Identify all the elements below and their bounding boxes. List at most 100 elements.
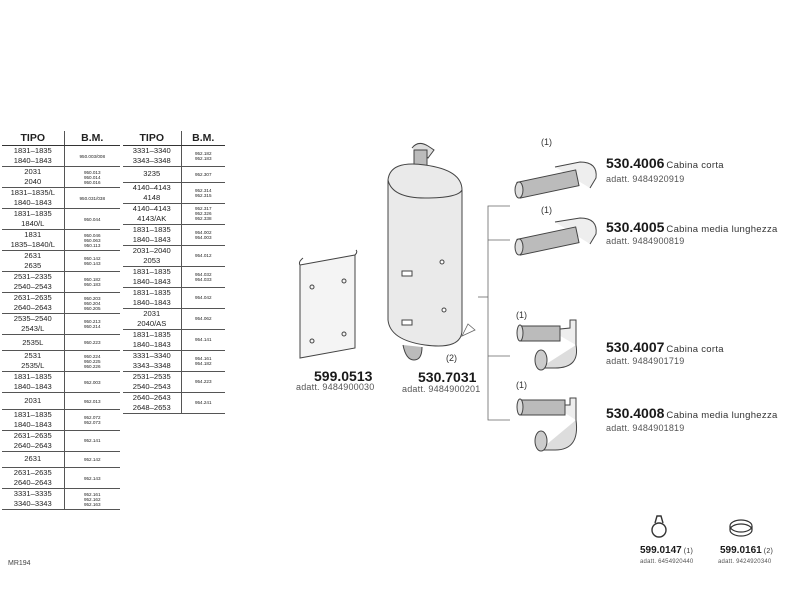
pipe-530-4006-drawing xyxy=(514,161,597,199)
note-530-4006: (1) xyxy=(541,137,552,147)
tipo-value: 1831–1835 xyxy=(132,266,171,276)
page-reference: MR194 xyxy=(8,560,31,567)
part-code-599-0161: 599.0161(2) xyxy=(720,545,774,556)
tipo-value: 2535L xyxy=(22,337,44,347)
bm-value: 950.214 xyxy=(83,324,101,329)
bm-value: 950.063 xyxy=(83,237,101,243)
tipo-value: 2040 xyxy=(24,177,42,186)
bm-cell: 952.013 xyxy=(64,392,120,410)
tipo-value: 1840/L xyxy=(21,219,45,228)
bm-value: 954.003 xyxy=(194,234,212,240)
tipo-value: 2031 xyxy=(24,167,42,176)
clamp-599-0161-drawing xyxy=(729,519,753,537)
bm-value: 950.203 xyxy=(83,295,101,301)
tipo-value: 2631 xyxy=(24,251,42,260)
bm-value: 952.072 xyxy=(83,414,101,420)
bm-value: 950.223 xyxy=(83,340,101,346)
tipo-value: 2631–2635 xyxy=(13,468,52,478)
bm-value: 950.183 xyxy=(83,282,101,287)
bm-value: 952.073 xyxy=(83,419,101,425)
bm-cell: 954.141 xyxy=(181,329,225,351)
bm-cell: 950.003/008 xyxy=(64,145,120,167)
pipe-530-4007-drawing xyxy=(516,319,578,371)
adapt-530-4006: adatt. 9484920919 xyxy=(606,174,685,184)
tipo-cell: 2535L xyxy=(2,334,65,352)
bm-value: 952.315 xyxy=(194,192,212,198)
bm-cell: 950.223 xyxy=(64,334,120,352)
tipo-value: 2031 xyxy=(143,308,161,318)
bm-cell: 952.307 xyxy=(181,166,225,183)
bm-value: 952.143 xyxy=(83,475,101,481)
bm-value: 950.003/008 xyxy=(79,153,106,159)
tipo-value: 4140–4143 xyxy=(132,182,171,192)
muffler-drawing xyxy=(387,142,463,361)
header-tipo: TIPO xyxy=(2,131,65,146)
bm-value: 950.046 xyxy=(83,232,101,238)
bm-value: 952.141 xyxy=(83,438,101,444)
tipo-value: 1840–1843 xyxy=(13,156,52,165)
note-530-4005: (1) xyxy=(541,205,552,215)
bm-cell: 954.062 xyxy=(181,308,225,330)
tipo-cell: 3235 xyxy=(123,166,182,183)
bm-value: 950.013 xyxy=(83,169,101,175)
part-code-530-7031: 530.7031 xyxy=(418,369,477,385)
part-code-599-0513: 599.0513 xyxy=(314,368,373,384)
pipe-530-4008-drawing xyxy=(516,397,578,452)
note-530-4008: (1) xyxy=(516,380,527,390)
tipo-value: 2053 xyxy=(143,255,161,265)
adapt-530-7031: adatt. 9484900201 xyxy=(402,384,481,394)
bm-value: 952.338 xyxy=(194,216,212,222)
tipo-value: 1831–1835 xyxy=(13,146,52,155)
bm-value: 954.002 xyxy=(194,229,212,235)
tipo-value: 1831–1835/L xyxy=(10,188,55,197)
tipo-value: 4143/AK xyxy=(137,213,167,223)
bm-value: 954.033 xyxy=(194,276,212,282)
bm-value: 952.183 xyxy=(194,156,212,161)
pipe-530-4005-drawing xyxy=(514,217,597,256)
adapt-599-0147: adatt. 6454920440 xyxy=(640,559,694,565)
bm-value: 952.163 xyxy=(83,501,101,507)
tipo-value: 4140–4143 xyxy=(132,203,171,213)
bm-value: 954.182 xyxy=(194,360,212,366)
bm-value: 950.113 xyxy=(84,242,101,248)
bm-value: 950.182 xyxy=(83,277,101,282)
tipo-value: 1840–1843 xyxy=(132,276,171,286)
tipo-value: 1831–1835 xyxy=(13,372,52,382)
bm-value: 952.326 xyxy=(194,211,212,217)
tipo-value: 2640–2643 xyxy=(13,440,52,450)
tipo-value: 2635 xyxy=(24,261,42,270)
bm-value: 950.143 xyxy=(83,261,101,266)
bm-value: 950.204 xyxy=(83,300,101,306)
